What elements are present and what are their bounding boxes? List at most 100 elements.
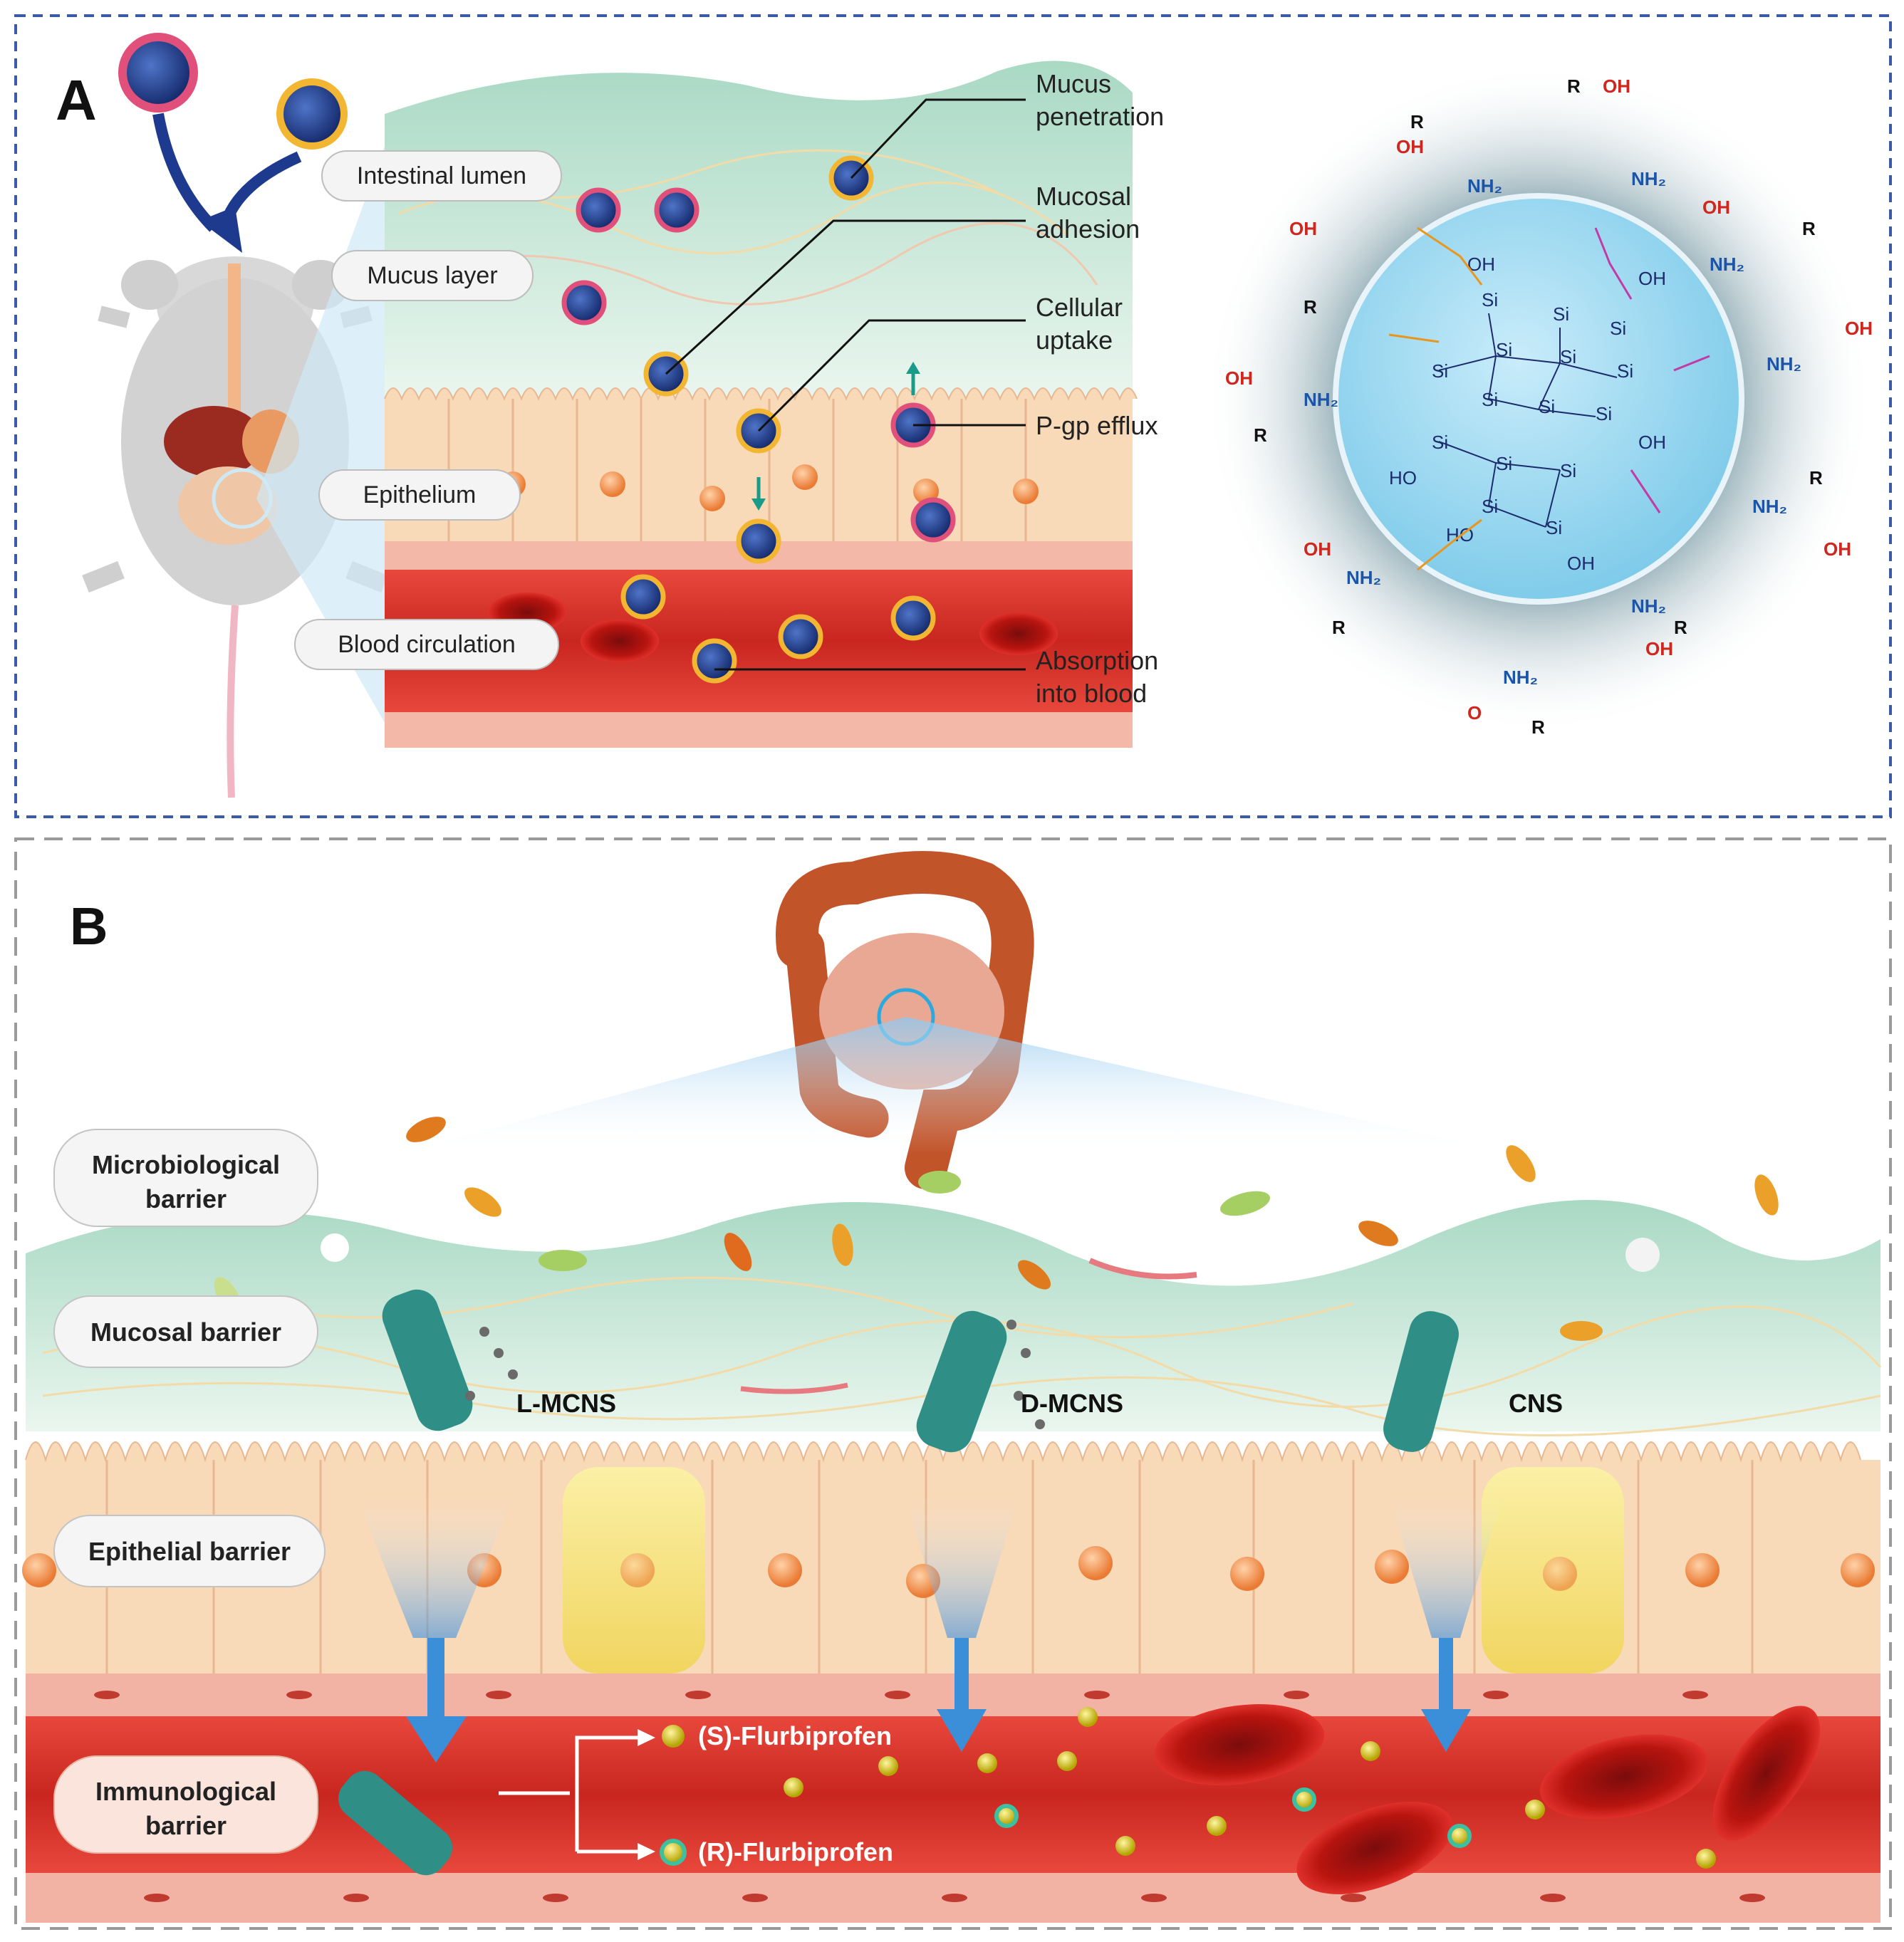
- nanotube-blood: [338, 1770, 452, 1876]
- svg-text:Si: Si: [1539, 396, 1555, 417]
- svg-text:Si: Si: [1560, 346, 1576, 367]
- svg-text:NH₂: NH₂: [1710, 254, 1744, 275]
- svg-text:OH: OH: [1304, 538, 1331, 560]
- label-cns: CNS: [1509, 1389, 1563, 1418]
- svg-text:Blood circulation: Blood circulation: [338, 631, 515, 658]
- s-drug-icon: [662, 1725, 685, 1748]
- np-gold-icon: [276, 78, 348, 150]
- svg-text:OH: OH: [1289, 218, 1317, 239]
- callout-lines: [665, 98, 1026, 671]
- zoom-beam-b: [399, 1017, 1510, 1154]
- pill-mucosal-barrier: Mucosal barrier: [53, 1295, 318, 1368]
- flurbiprofen-molecules: [784, 1707, 1716, 1869]
- label-r-flurbiprofen: (R)-Flurbiprofen: [698, 1837, 893, 1867]
- callout-mucus-1: Mucus: [1036, 69, 1111, 98]
- svg-text:Immunological: Immunological: [95, 1777, 276, 1806]
- svg-text:NH₂: NH₂: [1767, 353, 1801, 375]
- microvilli: [25, 1441, 1861, 1463]
- panel-b-label: B: [70, 897, 108, 956]
- arrowhead-s-icon: [638, 1729, 655, 1746]
- svg-text:O: O: [1467, 702, 1482, 724]
- svg-text:Si: Si: [1553, 303, 1569, 325]
- svg-text:Si: Si: [1546, 517, 1562, 538]
- r-drug-icon: [660, 1839, 687, 1866]
- svg-text:R: R: [1567, 75, 1581, 97]
- svg-text:OH: OH: [1845, 318, 1873, 339]
- pill-epithelial-barrier: Epithelial barrier: [53, 1515, 326, 1587]
- label-epithelium: Epithelium: [318, 469, 521, 521]
- callout-uptake-2: uptake: [1036, 325, 1113, 355]
- svg-text:Intestinal lumen: Intestinal lumen: [357, 162, 526, 189]
- transport-funnel-1: [356, 1495, 513, 1638]
- svg-text:OH: OH: [1638, 268, 1666, 289]
- transport-funnel-3: [1389, 1495, 1503, 1638]
- label-l-mcns: L-MCNS: [516, 1389, 616, 1418]
- svg-text:Si: Si: [1482, 289, 1498, 310]
- svg-text:Epithelium: Epithelium: [363, 481, 477, 508]
- label-d-mcns: D-MCNS: [1021, 1389, 1123, 1418]
- transport-funnel-2: [905, 1495, 1019, 1638]
- separation-arrow: [499, 1735, 638, 1854]
- svg-text:OH: OH: [1702, 197, 1730, 218]
- svg-text:NH₂: NH₂: [1304, 389, 1338, 410]
- svg-text:R: R: [1254, 424, 1267, 446]
- callout-pgp: P-gp efflux: [1036, 411, 1158, 440]
- label-intestinal-lumen: Intestinal lumen: [321, 150, 562, 202]
- callout-adhesion-1: Mucosal: [1036, 182, 1131, 211]
- svg-text:NH₂: NH₂: [1631, 595, 1666, 617]
- callout-mucus-2: penetration: [1036, 102, 1164, 131]
- arrowhead-icon: [199, 207, 242, 253]
- pill-immunological-barrier: Immunological barrier: [53, 1755, 318, 1854]
- callout-adhesion-2: adhesion: [1036, 214, 1140, 244]
- svg-text:barrier: barrier: [145, 1811, 227, 1840]
- svg-text:OH: OH: [1603, 75, 1630, 97]
- red-blood-cells-b: [1154, 1704, 1821, 1894]
- svg-text:OH: OH: [1645, 638, 1673, 659]
- svg-text:R: R: [1809, 467, 1823, 489]
- callout-absorption-2: into blood: [1036, 679, 1147, 708]
- svg-text:NH₂: NH₂: [1631, 168, 1666, 189]
- svg-text:OH: OH: [1638, 432, 1666, 453]
- svg-text:NH₂: NH₂: [1752, 496, 1787, 517]
- svg-text:Mucus layer: Mucus layer: [367, 262, 497, 289]
- svg-text:NH₂: NH₂: [1503, 667, 1538, 688]
- nanotube-d-mcns: [916, 1310, 1045, 1453]
- panel-b: B: [14, 837, 1892, 1930]
- svg-text:NH₂: NH₂: [1467, 175, 1502, 197]
- label-mucus-layer: Mucus layer: [331, 250, 534, 301]
- panel-a-label: A: [56, 68, 97, 132]
- label-blood-circulation: Blood circulation: [294, 619, 559, 670]
- svg-text:R: R: [1674, 617, 1687, 638]
- callout-absorption-1: Absorption: [1036, 646, 1158, 675]
- svg-text:Si: Si: [1610, 318, 1626, 339]
- panel-a: A: [14, 14, 1892, 818]
- svg-text:R: R: [1332, 617, 1346, 638]
- svg-text:OH: OH: [1567, 553, 1595, 574]
- svg-text:Epithelial barrier: Epithelial barrier: [88, 1537, 291, 1566]
- svg-text:OH: OH: [1824, 538, 1851, 560]
- svg-text:Si: Si: [1432, 360, 1448, 382]
- svg-text:R: R: [1304, 296, 1317, 318]
- svg-text:Microbiological: Microbiological: [92, 1150, 280, 1179]
- arrowhead-r-icon: [638, 1843, 655, 1860]
- svg-text:OH: OH: [1225, 367, 1253, 389]
- svg-text:Si: Si: [1560, 460, 1576, 481]
- callouts: Mucus penetration Mucosal adhesion Cellu…: [1036, 69, 1164, 708]
- svg-text:Mucosal barrier: Mucosal barrier: [90, 1317, 281, 1347]
- silica-nanoparticle-structure: OH Si Si Si Si Si Si Si Si Si Si Si Si S…: [1204, 64, 1873, 738]
- svg-text:OH: OH: [1396, 136, 1424, 157]
- svg-text:R: R: [1410, 111, 1424, 132]
- pill-microbiological-barrier: Microbiological barrier: [53, 1129, 318, 1227]
- svg-text:Si: Si: [1596, 403, 1612, 424]
- svg-text:Si: Si: [1617, 360, 1633, 382]
- nanotube-cns: [1383, 1311, 1459, 1452]
- callout-uptake-1: Cellular: [1036, 293, 1123, 322]
- panel-a-frame: [14, 14, 1892, 818]
- np-pink-icon: [118, 33, 198, 113]
- svg-text:NH₂: NH₂: [1346, 567, 1381, 588]
- svg-text:R: R: [1802, 218, 1816, 239]
- svg-text:Si: Si: [1496, 339, 1512, 360]
- svg-text:barrier: barrier: [145, 1184, 227, 1213]
- label-s-flurbiprofen: (S)-Flurbiprofen: [698, 1721, 892, 1750]
